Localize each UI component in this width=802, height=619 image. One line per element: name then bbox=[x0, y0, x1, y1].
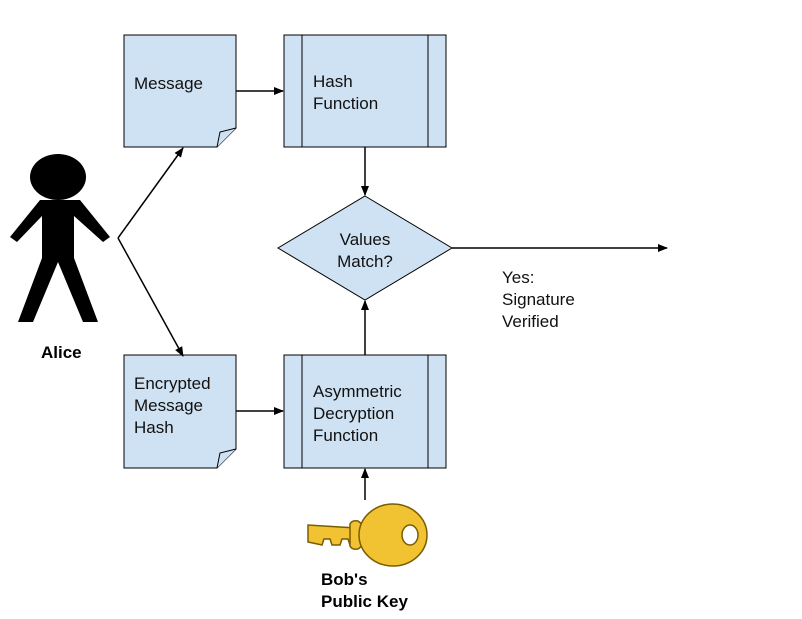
hash-function-label-line-1: Hash bbox=[313, 72, 353, 91]
encrypted-hash-label-line-3: Hash bbox=[134, 418, 174, 437]
public-key-icon bbox=[307, 503, 428, 567]
alice-label: Alice bbox=[41, 343, 82, 362]
hash-function-box: Hash Function bbox=[283, 34, 447, 148]
decryption-label-line-1: Asymmetric bbox=[313, 382, 402, 401]
message-document: Message bbox=[123, 34, 237, 148]
result-line-3: Verified bbox=[502, 312, 559, 331]
encrypted-hash-label-line-2: Message bbox=[134, 396, 203, 415]
decryption-label-line-3: Function bbox=[313, 426, 378, 445]
encrypted-hash-label-line-1: Encrypted bbox=[134, 374, 211, 393]
values-match-label-line-2: Match? bbox=[337, 252, 393, 271]
key-label-line-1: Bob's bbox=[321, 570, 368, 589]
encrypted-hash-document: Encrypted Message Hash bbox=[123, 354, 237, 469]
result-line-1: Yes: bbox=[502, 268, 534, 287]
message-label: Message bbox=[134, 74, 203, 93]
connectors bbox=[117, 87, 668, 500]
decryption-function-box: Asymmetric Decryption Function bbox=[283, 354, 447, 469]
key-label-line-2: Public Key bbox=[321, 592, 408, 611]
alice-to-message-arrow bbox=[117, 147, 184, 239]
hash-function-label-line-2: Function bbox=[313, 94, 378, 113]
values-match-diamond: Values Match? bbox=[277, 195, 453, 301]
alice-to-encrypted-hash-arrow bbox=[117, 237, 184, 357]
alice-person-icon bbox=[10, 154, 110, 322]
result-line-2: Signature bbox=[502, 290, 575, 309]
decryption-label-line-2: Decryption bbox=[313, 404, 394, 423]
values-match-label-line-1: Values bbox=[340, 230, 391, 249]
